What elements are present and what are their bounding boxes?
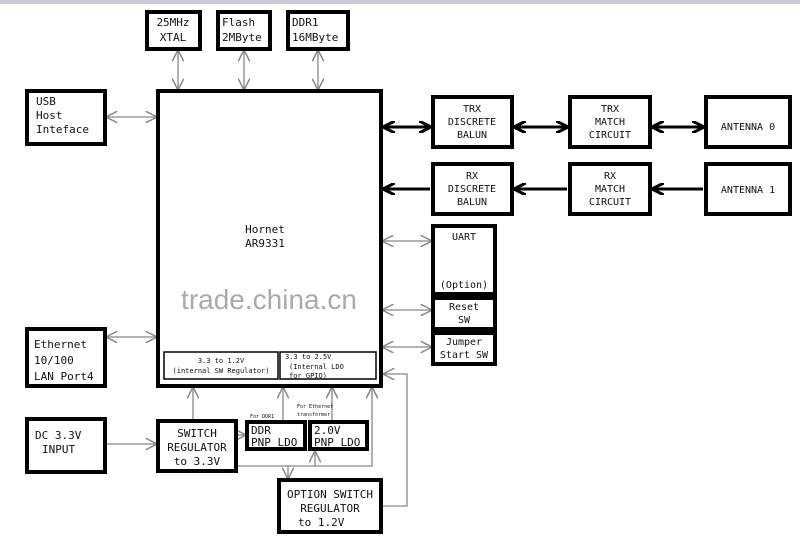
connectors (107, 51, 703, 507)
svg-text:DDR1: DDR1 (292, 16, 319, 29)
svg-text:3.3 to 2.5V: 3.3 to 2.5V (285, 353, 332, 361)
svg-text:Start SW: Start SW (440, 350, 489, 361)
svg-text:2MByte: 2MByte (222, 31, 262, 44)
svg-text:RX: RX (466, 171, 478, 182)
svg-text:2.0V: 2.0V (314, 424, 341, 437)
svg-text:XTAL: XTAL (160, 31, 187, 44)
svg-text:3.3 to 1.2V: 3.3 to 1.2V (198, 357, 245, 365)
svg-text:(Internal LDO: (Internal LDO (289, 363, 344, 371)
svg-text:MATCH: MATCH (595, 184, 625, 195)
svg-text:16MByte: 16MByte (292, 31, 338, 44)
svg-text:SWITCH: SWITCH (177, 427, 217, 440)
svg-text:DISCRETE: DISCRETE (448, 117, 496, 128)
flash-box: Flash 2MByte (216, 10, 272, 51)
svg-text:PNP LDO: PNP LDO (314, 436, 360, 449)
rx-match-box: RX MATCH CIRCUIT (568, 162, 652, 216)
svg-text:DC 3.3V: DC 3.3V (35, 429, 82, 442)
svg-text:CIRCUIT: CIRCUIT (589, 130, 631, 141)
svg-text:CIRCUIT: CIRCUIT (589, 197, 631, 208)
svg-text:SW: SW (458, 315, 471, 326)
svg-text:ANTENNA 0: ANTENNA 0 (721, 122, 775, 133)
svg-text:10/100: 10/100 (34, 354, 74, 367)
svg-text:UART: UART (452, 232, 476, 243)
trx-match-box: TRX MATCH CIRCUIT (568, 95, 652, 149)
uart-box: UART (Option) (431, 224, 497, 296)
chip-model: AR9331 (245, 237, 285, 250)
svg-text:TRX: TRX (463, 104, 481, 115)
svg-text:ANTENNA 1: ANTENNA 1 (721, 185, 775, 196)
antenna-1-box: ANTENNA 1 (704, 162, 792, 216)
internal-sw-regulator (163, 351, 279, 380)
svg-text:OPTION SWITCH: OPTION SWITCH (287, 488, 373, 501)
svg-text:REGULATOR: REGULATOR (300, 502, 360, 515)
svg-text:PNP LDO: PNP LDO (251, 436, 297, 449)
chip-hornet: Hornet AR9331 3.3 to 1.2V (internal SW R… (156, 89, 383, 388)
ethernet-note: For Ethernet (297, 404, 333, 410)
ddr-note: For DDR1 (250, 414, 274, 420)
watermark: trade.china.cn (181, 284, 357, 315)
trx-balun-box: TRX DISCRETE BALUN (431, 95, 514, 149)
svg-text:INPUT: INPUT (42, 443, 75, 456)
svg-text:BALUN: BALUN (457, 197, 487, 208)
svg-text:Inteface: Inteface (36, 123, 89, 136)
svg-text:to 3.3V: to 3.3V (174, 455, 221, 468)
svg-text:for GPIO): for GPIO) (289, 372, 327, 380)
rx-balun-box: RX DISCRETE BALUN (431, 162, 514, 216)
svg-text:to 1.2V: to 1.2V (298, 516, 345, 529)
svg-text:RX: RX (604, 171, 616, 182)
svg-text:USB: USB (36, 95, 56, 108)
svg-text:REGULATOR: REGULATOR (167, 441, 227, 454)
svg-text:TRX: TRX (601, 104, 619, 115)
svg-text:(internal SW Regulator): (internal SW Regulator) (173, 367, 270, 375)
chip-name: Hornet (245, 223, 285, 236)
svg-text:(Option): (Option) (440, 280, 488, 291)
svg-text:Ethernet: Ethernet (34, 338, 87, 351)
svg-text:BALUN: BALUN (457, 130, 487, 141)
svg-text:DDR: DDR (251, 424, 271, 437)
svg-text:Reset: Reset (449, 302, 479, 313)
antenna-0-box: ANTENNA 0 (704, 95, 792, 149)
ethernet-note-2: transformer (297, 412, 330, 418)
svg-text:LAN Port4: LAN Port4 (34, 370, 94, 383)
svg-text:Flash: Flash (222, 16, 255, 29)
svg-text:DISCRETE: DISCRETE (448, 184, 496, 195)
ddr1-box: DDR1 16MByte (286, 10, 350, 51)
svg-text:MATCH: MATCH (595, 117, 625, 128)
svg-text:25MHz: 25MHz (156, 16, 189, 29)
svg-text:Jumper: Jumper (446, 337, 482, 348)
internal-ldo (279, 351, 377, 380)
svg-text:Host: Host (36, 109, 63, 122)
